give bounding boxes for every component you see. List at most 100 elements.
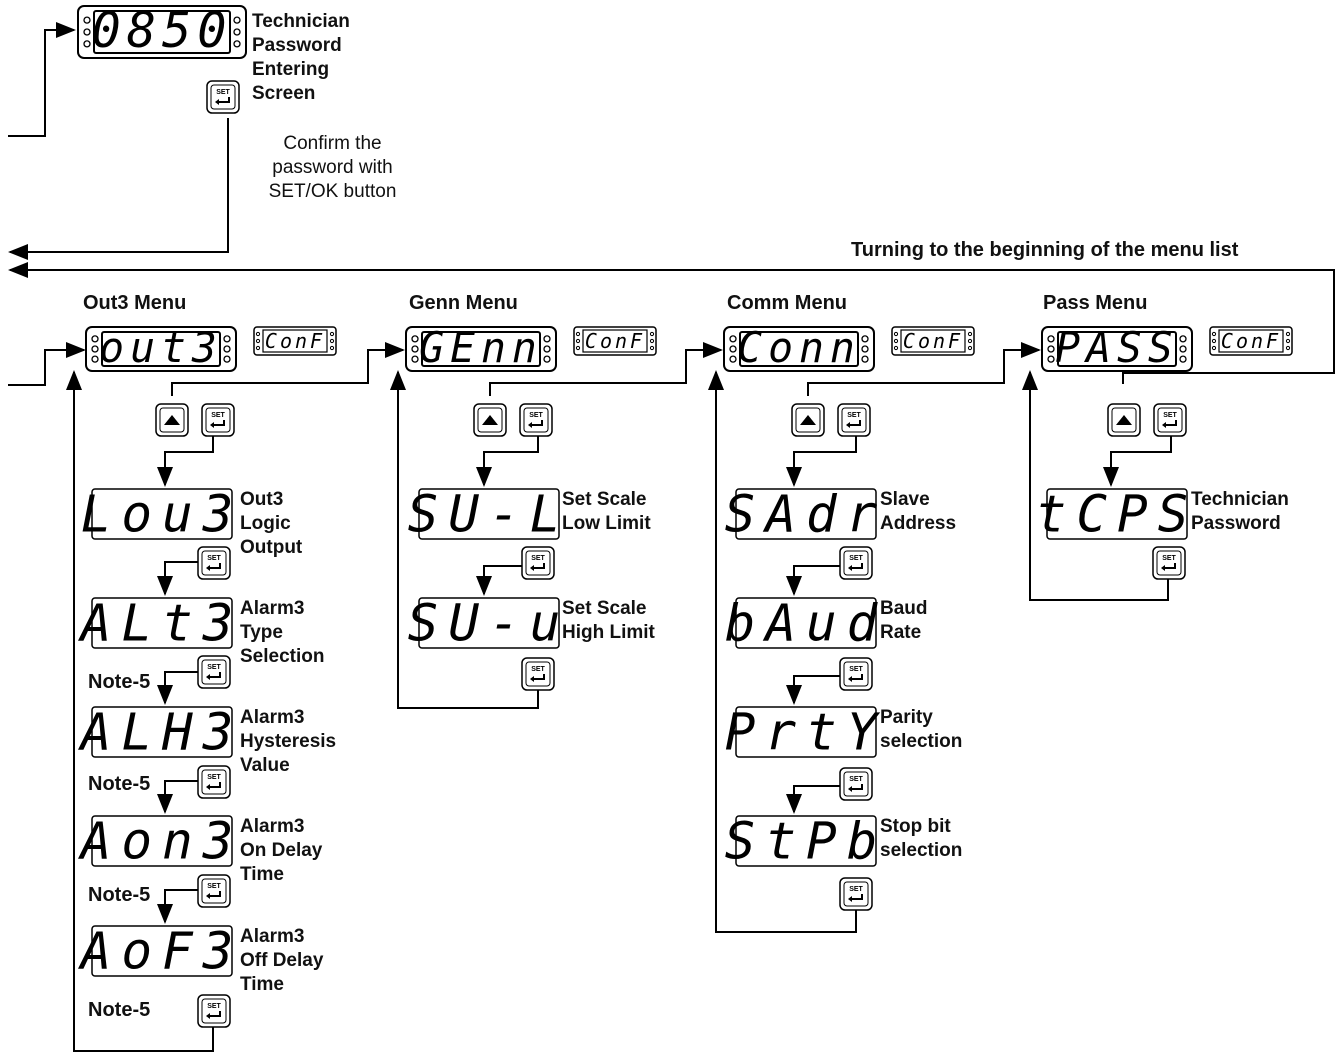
status-led-icon bbox=[575, 331, 581, 337]
parameter-code: tCPS bbox=[1036, 486, 1199, 545]
conf-readout: ConF bbox=[585, 329, 645, 353]
note-label: Note-5 bbox=[88, 671, 151, 693]
up-triangle-icon bbox=[164, 415, 180, 425]
parameter-label-line: Technician bbox=[1191, 489, 1289, 510]
key-face bbox=[201, 769, 227, 795]
parameter-bezel bbox=[91, 597, 233, 649]
set-key-label: SET bbox=[531, 555, 545, 562]
note-label: Note-5 bbox=[88, 884, 151, 906]
parameter-label-line: Output bbox=[240, 537, 303, 558]
top-label-line: Password bbox=[252, 35, 342, 56]
parameter-label-line: Alarm3 bbox=[240, 598, 305, 619]
set-enter-key-icon[interactable]: SET bbox=[839, 546, 873, 580]
confirm-line: password with bbox=[272, 157, 393, 178]
enter-arrowhead-icon bbox=[848, 565, 852, 571]
up-arrow-key-icon[interactable] bbox=[155, 403, 189, 437]
set-enter-key-icon[interactable]: SET bbox=[521, 546, 555, 580]
status-led-icon bbox=[255, 331, 261, 337]
key-frame bbox=[839, 546, 873, 580]
status-led-icon bbox=[861, 355, 869, 363]
confirm-line: Confirm the bbox=[283, 133, 382, 154]
parameter-display: StPb bbox=[725, 813, 878, 872]
key-face bbox=[795, 407, 821, 433]
parameter-code: bAud bbox=[725, 595, 888, 654]
up-arrow-key-icon[interactable] bbox=[791, 403, 825, 437]
status-led-icon bbox=[575, 345, 581, 351]
set-enter-key-icon[interactable]: SET bbox=[1153, 403, 1187, 437]
conf-readout: ConF bbox=[265, 329, 325, 353]
enter-arrow-icon bbox=[532, 674, 545, 680]
key-face bbox=[1157, 407, 1183, 433]
up-arrow-key-icon[interactable] bbox=[473, 403, 507, 437]
enter-arrow-icon bbox=[530, 420, 543, 426]
status-led-icon bbox=[1211, 331, 1217, 337]
set-enter-key-icon[interactable]: SET bbox=[839, 877, 873, 911]
set-enter-key-icon[interactable]: SET bbox=[201, 403, 235, 437]
status-led-icon bbox=[893, 338, 899, 344]
parameter-display: ALH3 bbox=[78, 704, 234, 763]
technician-password-display: 0850 bbox=[77, 3, 247, 59]
status-led-icon bbox=[729, 345, 737, 353]
set-enter-key-icon[interactable]: SET bbox=[206, 80, 240, 114]
parameter-label-line: Address bbox=[880, 513, 957, 534]
set-enter-key-icon[interactable]: SET bbox=[197, 994, 231, 1028]
parameter-display: PrtY bbox=[725, 704, 878, 763]
status-led-icon bbox=[1211, 345, 1217, 351]
parameter-display: SU-u bbox=[408, 595, 561, 654]
parameter-code: StPb bbox=[725, 813, 888, 872]
set-enter-key-icon[interactable]: SET bbox=[839, 767, 873, 801]
set-enter-key-icon[interactable]: SET bbox=[197, 655, 231, 689]
menu-display: PASS bbox=[1041, 324, 1193, 372]
status-led-icon bbox=[411, 335, 419, 343]
parameter-label-line: Time bbox=[240, 974, 285, 995]
status-led-icon bbox=[861, 335, 869, 343]
status-led-icon bbox=[575, 338, 581, 344]
parameter-bezel bbox=[1046, 488, 1188, 540]
status-led-icon bbox=[223, 335, 231, 343]
enter-arrow-icon bbox=[1164, 420, 1177, 426]
set-enter-key-icon[interactable]: SET bbox=[521, 657, 555, 691]
set-enter-key-icon[interactable]: SET bbox=[1152, 546, 1186, 580]
set-key-label: SET bbox=[216, 89, 230, 96]
parameter-code: ALH3 bbox=[78, 704, 244, 763]
menu-display: GEnn bbox=[405, 324, 557, 372]
parameter-label-line: Password bbox=[1191, 513, 1281, 534]
up-triangle-icon bbox=[482, 415, 498, 425]
status-led-icon bbox=[1285, 345, 1291, 351]
parameter-code: ALt3 bbox=[78, 595, 244, 654]
set-key-label: SET bbox=[849, 776, 863, 783]
set-enter-key-icon[interactable]: SET bbox=[839, 657, 873, 691]
set-enter-key-icon[interactable]: SET bbox=[197, 546, 231, 580]
key-face bbox=[843, 550, 869, 576]
set-enter-key-icon[interactable]: SET bbox=[197, 765, 231, 799]
enter-arrow-icon bbox=[212, 420, 225, 426]
status-led-icon bbox=[649, 345, 655, 351]
status-led-icon bbox=[83, 28, 91, 36]
enter-arrow-icon bbox=[208, 782, 221, 788]
set-enter-key-icon[interactable]: SET bbox=[197, 874, 231, 908]
up-arrow-key-icon[interactable] bbox=[1107, 403, 1141, 437]
set-enter-key-icon[interactable]: SET bbox=[519, 403, 553, 437]
status-led-icon bbox=[91, 335, 99, 343]
status-led-icon bbox=[1047, 345, 1055, 353]
conf-readout: ConF bbox=[903, 329, 963, 353]
parameter-label-line: Logic bbox=[240, 513, 291, 534]
enter-arrowhead-icon bbox=[206, 674, 210, 680]
set-key-label: SET bbox=[1162, 555, 1176, 562]
enter-arrowhead-icon bbox=[848, 786, 852, 792]
enter-arrowhead-icon bbox=[846, 422, 850, 428]
status-led-icon bbox=[83, 16, 91, 24]
key-frame bbox=[197, 874, 231, 908]
set-enter-key-icon[interactable]: SET bbox=[837, 403, 871, 437]
key-face bbox=[205, 407, 231, 433]
status-led-icon bbox=[223, 355, 231, 363]
enter-arrowhead-icon bbox=[530, 565, 534, 571]
parameter-code: PrtY bbox=[725, 704, 888, 763]
enter-arrowhead-icon bbox=[848, 676, 852, 682]
key-face bbox=[841, 407, 867, 433]
enter-arrow-icon bbox=[848, 420, 861, 426]
